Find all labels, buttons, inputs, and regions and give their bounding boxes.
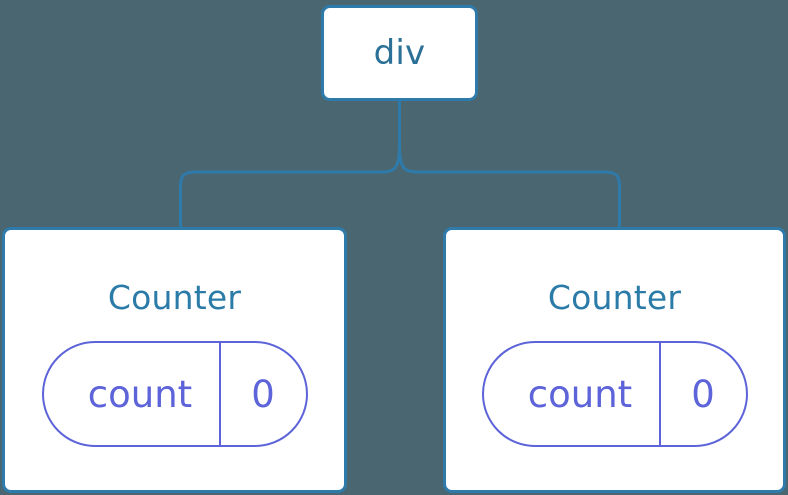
state-pill-right[interactable]: count 0 <box>481 341 748 447</box>
state-pill-left[interactable]: count 0 <box>41 341 308 447</box>
state-pill-left-key: count <box>87 372 193 416</box>
node-root-label: div <box>373 33 426 73</box>
node-counter-right-title: Counter <box>547 278 682 317</box>
node-root-div[interactable]: div <box>321 5 478 101</box>
state-pill-right-value: 0 <box>658 343 746 445</box>
state-pill-right-key: count <box>527 372 633 416</box>
node-counter-right[interactable]: Counter count 0 <box>443 227 786 493</box>
node-counter-left[interactable]: Counter count 0 <box>2 227 347 493</box>
state-pill-left-value: 0 <box>218 343 306 445</box>
node-counter-left-title: Counter <box>107 278 242 317</box>
